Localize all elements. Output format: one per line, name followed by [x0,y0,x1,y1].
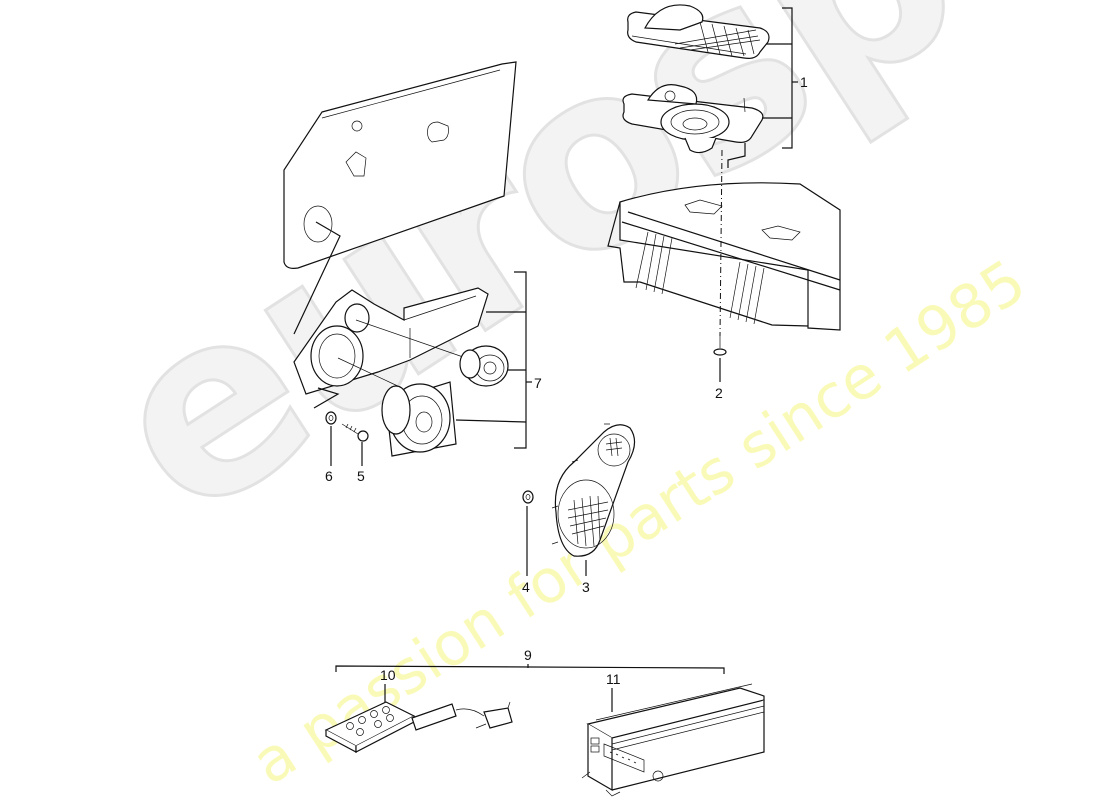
tweeter-speaker [459,345,509,387]
speaker-housing [293,287,489,395]
callout-1: 1 [800,74,808,90]
callout-5: 5 [357,468,365,484]
dash-speaker-grille [627,4,770,59]
washer-4 [522,490,534,504]
woofer-speaker [381,381,457,457]
callout-2: 2 [715,385,723,401]
callout-9: 9 [524,647,532,663]
callout-6: 6 [325,468,333,484]
dashboard-panel [607,182,841,331]
amplifier-unit [581,683,765,797]
speaker-cover [551,423,636,557]
washer-6 [325,411,337,425]
dash-speaker-base [622,84,764,154]
door-trim-panel [283,61,517,269]
screw-2 [713,336,727,356]
callout-11: 11 [606,671,621,687]
callout-3: 3 [582,579,590,595]
remote-keypad [324,701,513,753]
callout-7: 7 [534,375,542,391]
screw-5 [341,423,369,442]
callout-4: 4 [522,579,530,595]
callout-10: 10 [380,667,396,683]
